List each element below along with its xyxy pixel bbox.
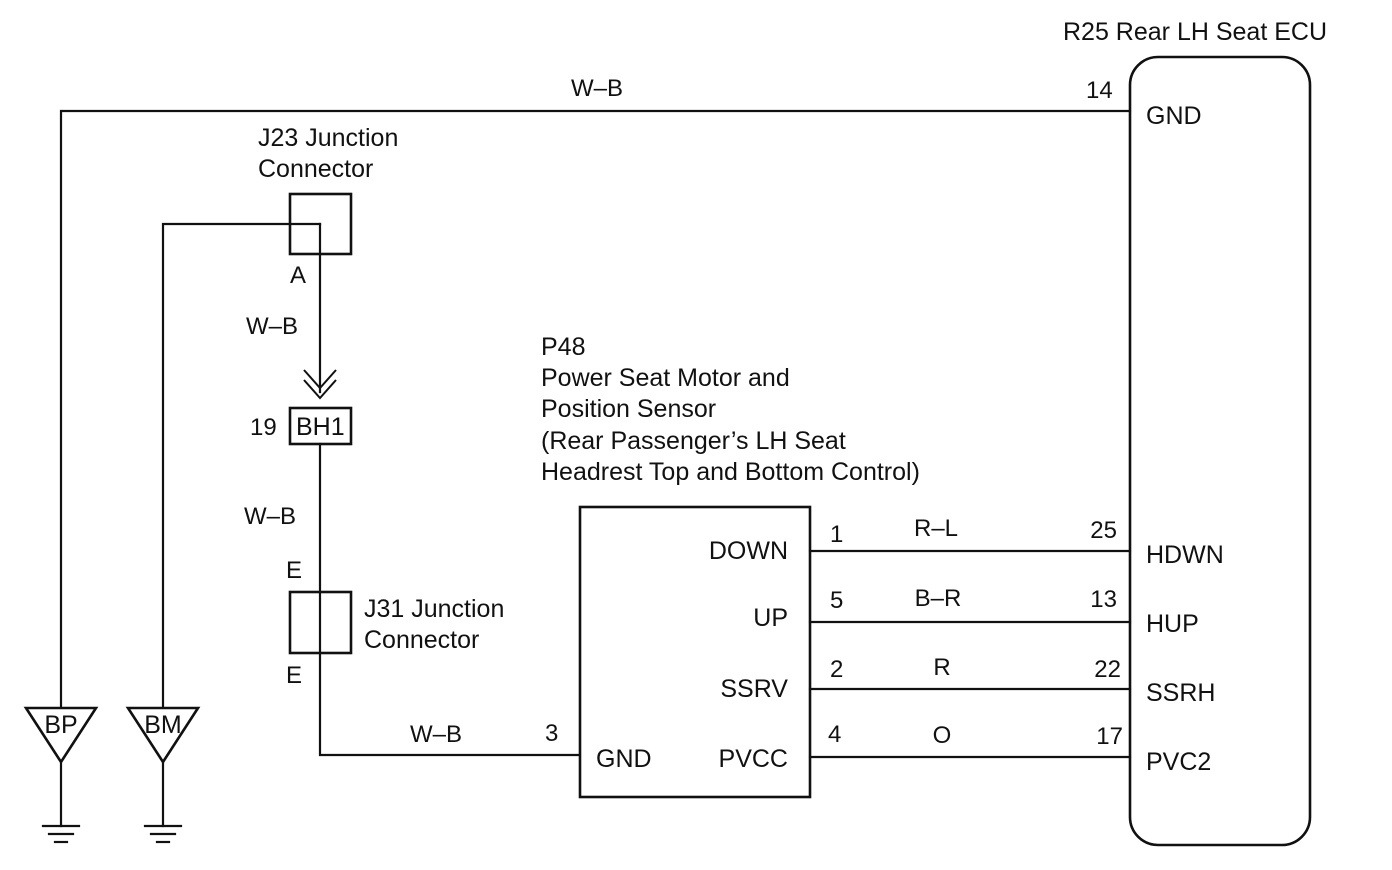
motor-terminal-label: SSRV: [720, 675, 788, 703]
wire-color: R: [933, 654, 950, 681]
wire-color: B–R: [915, 585, 962, 612]
signal-row-ssrv: SSRV 2 R 22 SSRH: [720, 654, 1215, 707]
motor-gnd-label: GND: [596, 745, 652, 773]
ecu-pin: 17: [1096, 723, 1123, 750]
motor-pin: 1: [830, 521, 843, 548]
signal-row-up: UP 5 B–R 13 HUP: [753, 585, 1199, 638]
ecu-terminal-label: PVC2: [1146, 748, 1211, 776]
ecu-pin: 13: [1090, 586, 1117, 613]
motor-pin: 5: [830, 587, 843, 614]
wire-color-bh1-j31: W–B: [244, 503, 296, 530]
ecu-pin: 25: [1090, 517, 1117, 544]
j31-label-line1: J31 Junction: [364, 595, 504, 623]
ecu-gnd-pin: 14: [1086, 77, 1113, 104]
ecu-title: R25 Rear LH Seat ECU: [1063, 18, 1327, 46]
j31-terminal-top: E: [286, 557, 302, 584]
j31-terminal-bottom: E: [286, 662, 302, 689]
ecu-gnd-label: GND: [1146, 102, 1202, 130]
motor-desc-line4: Headrest Top and Bottom Control): [541, 458, 920, 486]
motor-gnd-pin: 3: [545, 720, 558, 747]
motor-code: P48: [541, 333, 585, 361]
ground-point-bp: BP: [23, 706, 99, 844]
motor-terminal-label: UP: [753, 604, 788, 632]
ecu-terminal-label: HDWN: [1146, 541, 1224, 569]
ecu-pin: 22: [1094, 656, 1121, 683]
ecu-terminal-label: HUP: [1146, 610, 1199, 638]
ground-point-bm: BM: [125, 706, 201, 844]
ground-label: BM: [144, 711, 182, 739]
ground-triangle-icon: [125, 706, 201, 765]
chevron-down-icon: [303, 369, 337, 390]
j23-label-line1: J23 Junction: [258, 124, 398, 152]
motor-terminal-label: PVCC: [719, 745, 788, 773]
signal-row-pvcc: PVCC 4 O 17 PVC2: [719, 721, 1212, 776]
wire-color-j31-motor: W–B: [410, 721, 462, 748]
motor-desc-line3: (Rear Passenger’s LH Seat: [541, 427, 846, 455]
wire-color-ecu-gnd: W–B: [571, 75, 623, 102]
wire-color: R–L: [914, 515, 958, 542]
ground-symbol-icon: [41, 824, 81, 844]
chevron-down-icon: [303, 379, 337, 400]
bh1-pin: 19: [250, 414, 277, 441]
motor-terminal-label: DOWN: [709, 537, 788, 565]
bh1-label: BH1: [296, 413, 345, 441]
ground-symbol-icon: [143, 824, 183, 844]
j23-label-line2: Connector: [258, 155, 373, 183]
motor-pin: 4: [828, 721, 841, 748]
wire-color-j23-bh1: W–B: [246, 313, 298, 340]
motor-desc-line1: Power Seat Motor and: [541, 364, 790, 392]
motor-box: [578, 505, 812, 799]
j31-label-line2: Connector: [364, 626, 479, 654]
ground-triangle-icon: [23, 706, 99, 765]
signal-row-down: DOWN 1 R–L 25 HDWN: [709, 515, 1224, 569]
wire-ecu-gnd-to-bp: [59, 109, 1132, 710]
motor-pin: 2: [830, 656, 843, 683]
wire-j31-to-motor-gnd: [318, 651, 582, 757]
motor-desc-line2: Position Sensor: [541, 395, 716, 423]
ecu-box: [1128, 55, 1312, 847]
wire-j23-to-bm: [161, 222, 322, 710]
ecu-terminal-label: SSRH: [1146, 679, 1215, 707]
wire-color: O: [933, 722, 952, 749]
ground-label: BP: [44, 711, 77, 739]
j23-terminal: A: [290, 262, 306, 289]
